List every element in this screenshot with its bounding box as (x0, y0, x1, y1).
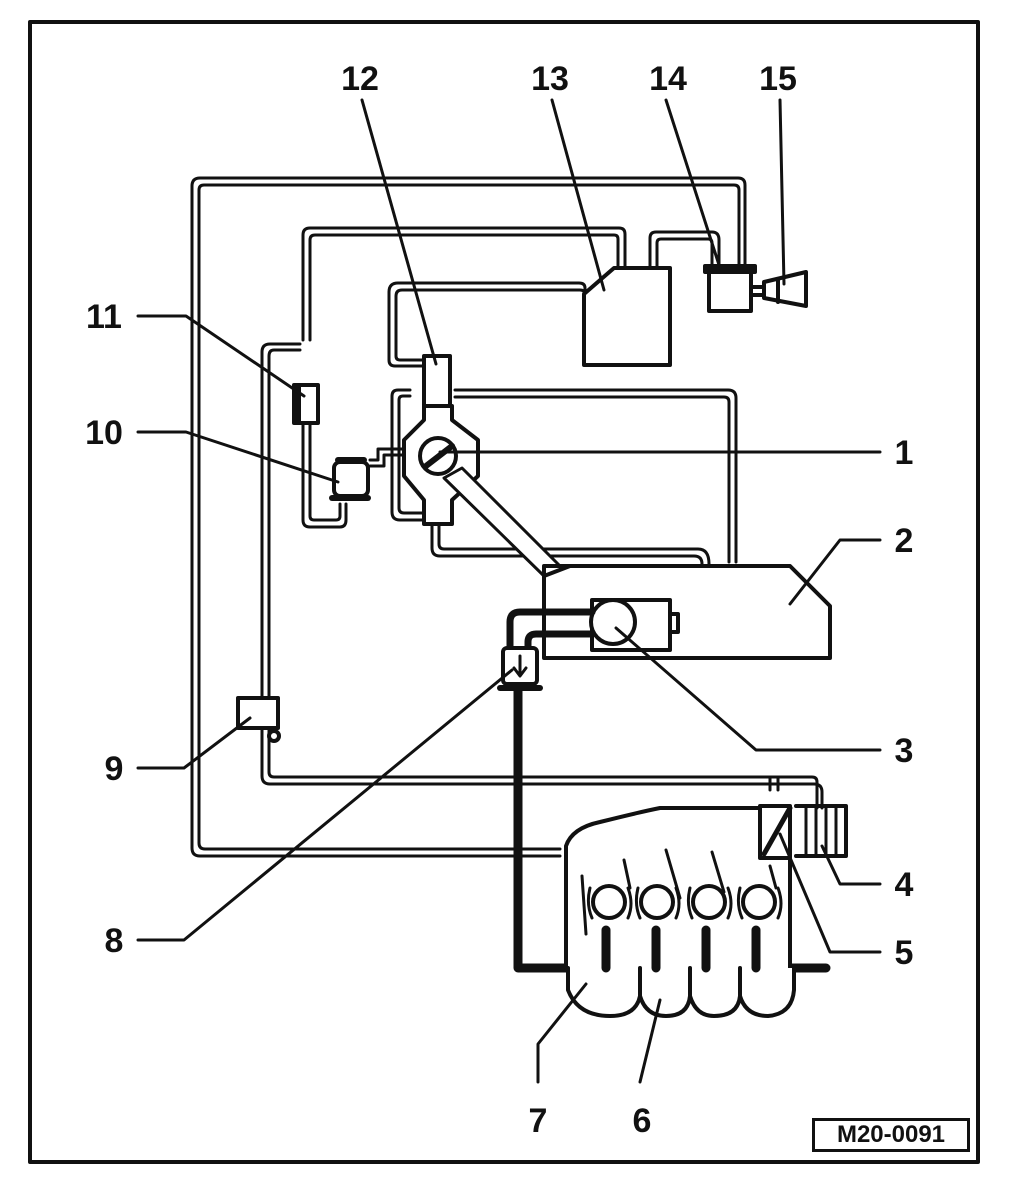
callout-14: 14 (649, 60, 687, 98)
flap-5-plate (761, 805, 793, 857)
cap-15 (762, 270, 808, 308)
leader-8 (136, 668, 514, 942)
callout-9: 9 (104, 750, 124, 788)
hose-outer-loop (190, 176, 747, 858)
throttle-shaft-1 (423, 443, 455, 469)
leader-2 (788, 538, 882, 606)
callout-8: 8 (104, 922, 124, 960)
hose-valve-right-inner (453, 395, 731, 564)
callout-2: 2 (894, 522, 914, 560)
leader-5 (778, 832, 882, 954)
leader-14 (664, 98, 722, 270)
callout-4: 4 (894, 866, 914, 904)
hose-outer-loop-inner (197, 183, 741, 851)
callout-15: 15 (759, 60, 797, 98)
leader-lines (136, 98, 882, 1084)
leader-13 (550, 98, 606, 292)
cylinder-2 (639, 884, 675, 920)
hose-valve-left-inner (397, 394, 426, 515)
leader-15 (778, 98, 786, 286)
leader-11 (136, 314, 306, 398)
hose-11-9-4-inner (267, 348, 302, 702)
callout-13: 13 (531, 60, 569, 98)
leader-3 (614, 626, 882, 752)
air-pump-3-stub (668, 612, 680, 634)
bellows-4-ribs (804, 804, 838, 858)
outer-frame (28, 20, 980, 1164)
figure-code: M20-0091 (812, 1118, 970, 1152)
hose-9-4 (260, 726, 824, 810)
valve-14-stem (749, 285, 766, 297)
callout-12: 12 (341, 60, 379, 98)
damper-10 (332, 460, 370, 498)
hose-14-13 (648, 230, 721, 272)
callout-11: 11 (86, 298, 122, 336)
air-filter-2-top (542, 564, 572, 578)
leader-9 (136, 716, 252, 770)
hose-valve-right (453, 388, 738, 564)
hose-valve-left (390, 388, 426, 522)
hose-to-canister-top-inner (308, 233, 620, 342)
callout-5: 5 (894, 934, 914, 972)
callout-3: 3 (894, 732, 914, 770)
exhaust-ports-6 (566, 966, 796, 1018)
outlet-stubs-7 (601, 925, 761, 973)
cylinder-3 (691, 884, 727, 920)
leader-6 (638, 998, 662, 1084)
cylinder-1 (591, 884, 627, 920)
leader-10 (136, 430, 340, 484)
leader-4 (820, 844, 882, 886)
hose-11-9-4 (260, 342, 302, 702)
secondary-air-pipe (506, 608, 596, 654)
callout-10: 10 (85, 414, 123, 452)
leader-7 (536, 982, 588, 1084)
hose-10-loop-inner (308, 418, 342, 522)
callout-7: 7 (528, 1102, 548, 1140)
cylinder-arcs (586, 886, 783, 920)
valve-14-cap (703, 264, 757, 274)
hose-to-canister-top (301, 226, 627, 342)
callout-1: 1 (894, 434, 914, 472)
hose-9-4-inner (267, 726, 819, 810)
intake-tube (442, 466, 572, 578)
hose-12-13 (387, 281, 587, 368)
intake-runners (580, 848, 778, 936)
secondary-air-pipe-b (524, 630, 596, 654)
valve-14 (707, 269, 753, 313)
cylinder-4 (741, 884, 777, 920)
hose-valve-bottom (430, 522, 704, 566)
leader-12 (360, 98, 438, 366)
combi-valve-8-arrow (512, 654, 528, 678)
hose-valve-bottom-inner (437, 522, 711, 566)
hose-10-valve (368, 453, 408, 468)
hose-10-loop (301, 418, 348, 529)
valve-9-port (267, 729, 281, 743)
bellows-4 (794, 804, 848, 858)
valve-11-bar (294, 385, 301, 423)
canister-13 (582, 266, 672, 367)
callout-6: 6 (632, 1102, 652, 1140)
